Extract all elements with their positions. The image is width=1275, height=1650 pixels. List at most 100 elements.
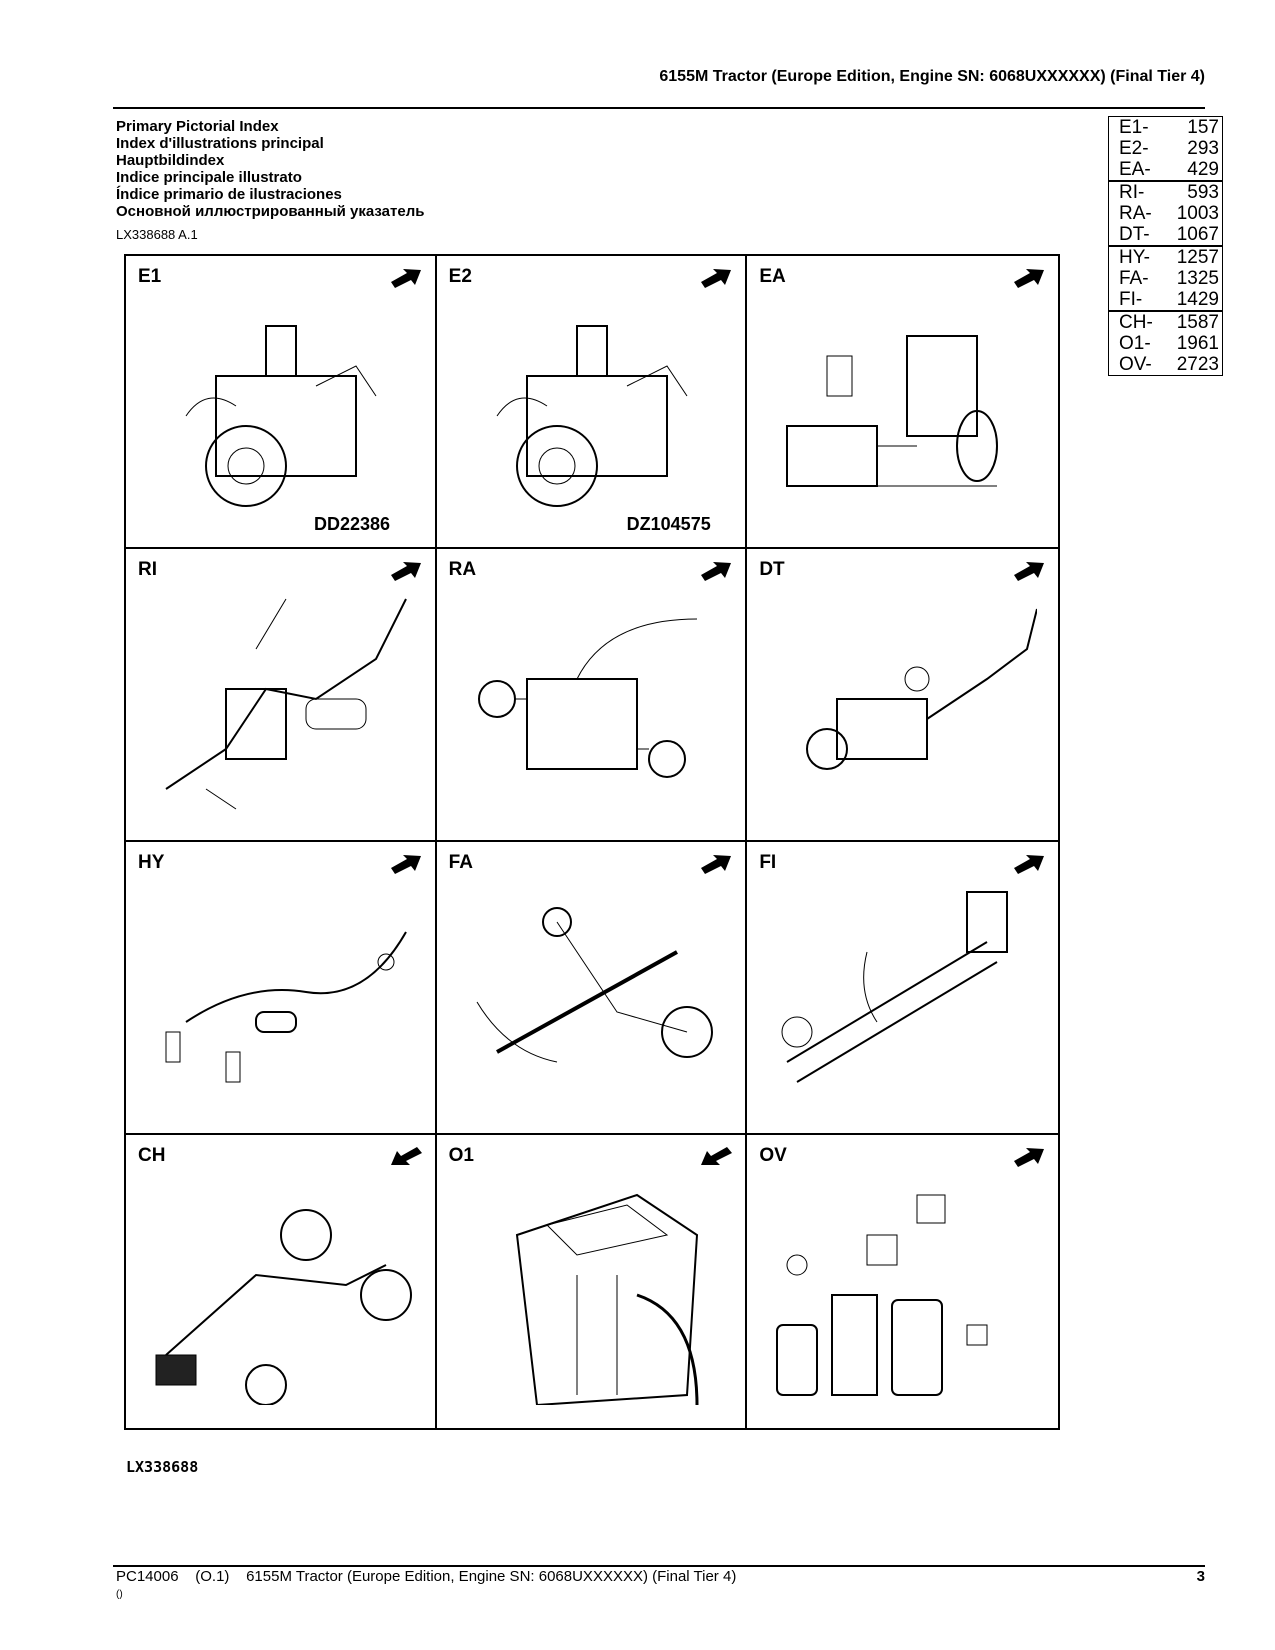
footer-subtext: () (116, 1589, 123, 1600)
section-code: RA- (1119, 203, 1152, 224)
arrow-up-right-icon[interactable] (699, 854, 733, 874)
arrow-up-right-icon[interactable] (1012, 1147, 1046, 1167)
section-code: O1- (1119, 333, 1151, 354)
section-page: 293 (1187, 138, 1219, 159)
page-index-row[interactable]: FI- 1429 (1109, 289, 1222, 311)
arrow-up-right-icon[interactable] (1012, 854, 1046, 874)
section-code: E1- (1119, 117, 1149, 138)
rear-axle-icon (477, 618, 697, 778)
section-page: 2723 (1176, 354, 1219, 375)
cell-label: E2 (448, 266, 472, 287)
cell-figure-code: DZ104575 (626, 514, 711, 534)
section-page: 157 (1187, 117, 1219, 138)
page-index-row[interactable]: O1- 1961 (1109, 333, 1222, 354)
arrow-down-left-icon[interactable] (389, 1147, 423, 1167)
page-index-row[interactable]: CH- 1587 (1109, 312, 1222, 333)
cell-label: EA (759, 266, 786, 287)
engine-icon (185, 325, 377, 507)
title-fr: Index d'illustrations principal (116, 135, 324, 152)
page-index-row[interactable]: RI-593 (1109, 182, 1222, 203)
section-code: E2- (1119, 138, 1149, 159)
arrow-up-right-icon[interactable] (389, 854, 423, 874)
index-cell-fi[interactable]: FI (747, 842, 1058, 1135)
cell-label: E1 (138, 266, 162, 287)
index-cell-dt[interactable]: DT (747, 549, 1058, 842)
rear-hitch-icon (165, 598, 407, 810)
page-number: 3 (1196, 1568, 1205, 1585)
page-index-table: E1- 157 E2- 293 EA-429 RI-593 RA- 1003 DT-1… (1108, 116, 1223, 376)
index-cell-ea[interactable]: EA (747, 256, 1058, 549)
page-index-row[interactable]: EA-429 (1109, 159, 1222, 181)
hydraulics-icon (165, 931, 407, 1083)
arrow-down-left-icon[interactable] (699, 1147, 733, 1167)
cell-label: DT (759, 559, 785, 580)
index-cell-ra[interactable]: RA (436, 549, 748, 842)
page-index-row[interactable]: E1- 157 (1109, 117, 1222, 138)
exhaust-aftertreatment-icon (786, 335, 999, 487)
section-page: 1587 (1176, 312, 1219, 333)
page-index-row[interactable]: HY- 1257 (1109, 247, 1222, 268)
page-index-group: RI-593 RA- 1003 DT-1067 (1109, 181, 1222, 246)
front-axle-icon (476, 907, 713, 1063)
footer-title: 6155M Tractor (Europe Edition, Engine SN… (246, 1568, 737, 1585)
section-code: RI- (1119, 182, 1145, 203)
section-page: 1067 (1176, 224, 1219, 245)
arrow-up-right-icon[interactable] (389, 268, 423, 288)
cell-label: FI (759, 852, 777, 873)
index-cell-fa[interactable]: FA (436, 842, 748, 1135)
footer-text: PC14006 (O.1) 6155M Tractor (Europe Edit… (116, 1568, 736, 1585)
section-page: 1003 (1176, 203, 1219, 224)
index-cell-ch[interactable]: CH (126, 1135, 437, 1428)
title-de: Hauptbildindex (116, 152, 225, 169)
section-code: EA- (1119, 159, 1151, 180)
engine-icon (496, 325, 688, 507)
page-header-title: 6155M Tractor (Europe Edition, Engine SN… (659, 68, 1205, 85)
index-titles: Primary Pictorial Index Index d'illustra… (116, 118, 424, 220)
cell-label: CH (138, 1145, 166, 1166)
arrow-up-right-icon[interactable] (1012, 268, 1046, 288)
section-code: HY- (1119, 247, 1150, 268)
section-code: OV- (1119, 354, 1152, 375)
figure-reference: LX338688 A.1 (116, 227, 198, 242)
section-code: CH- (1119, 312, 1153, 333)
index-cell-ri[interactable]: RI (126, 549, 437, 842)
cell-label: FA (448, 852, 473, 873)
illustration-code: LX338688 (126, 1458, 199, 1476)
section-page: 1961 (1176, 333, 1219, 354)
section-page: 1257 (1176, 247, 1219, 268)
page-index-group: E1- 157 E2- 293 EA-429 (1109, 117, 1222, 181)
arrow-up-right-icon[interactable] (389, 561, 423, 581)
index-cell-o1[interactable]: O1 (437, 1135, 748, 1428)
footer-revision: (O.1) (195, 1568, 230, 1585)
page-index-row[interactable]: FA- 1325 (1109, 268, 1222, 289)
cell-figure-code: DD22386 (314, 514, 391, 534)
chassis-icon (155, 1209, 412, 1405)
arrow-up-right-icon[interactable] (699, 561, 733, 581)
section-page: 1325 (1176, 268, 1219, 289)
index-cell-ov[interactable]: OV (747, 1135, 1058, 1428)
footer-doc-number: PC14006 (116, 1568, 179, 1585)
header-divider (113, 107, 1205, 109)
frame-harness-icon (781, 891, 1009, 1083)
page-index-group: CH- 1587 O1- 1961 OV- 2723 (1109, 311, 1222, 375)
title-ru: Основной иллюстрированный указатель (116, 203, 425, 220)
section-page: 1429 (1176, 289, 1219, 310)
cab-icon (515, 1193, 699, 1405)
drivetrain-icon (806, 608, 1038, 770)
service-parts-icon (776, 1194, 988, 1396)
title-en: Primary Pictorial Index (116, 118, 279, 135)
page-index-row[interactable]: OV- 2723 (1109, 354, 1222, 375)
arrow-up-right-icon[interactable] (1012, 561, 1046, 581)
section-code: FA- (1119, 268, 1149, 289)
page-index-row[interactable]: RA- 1003 (1109, 203, 1222, 224)
index-cell-hy[interactable]: HY (126, 842, 437, 1135)
cell-label: RA (448, 559, 477, 580)
title-it: Indice principale illustrato (116, 169, 302, 186)
arrow-up-right-icon[interactable] (699, 268, 733, 288)
section-code: FI- (1119, 289, 1143, 310)
title-es: Índice primario de ilustraciones (116, 186, 342, 203)
page-index-row[interactable]: E2- 293 (1109, 138, 1222, 159)
page-index-row[interactable]: DT-1067 (1109, 224, 1222, 246)
